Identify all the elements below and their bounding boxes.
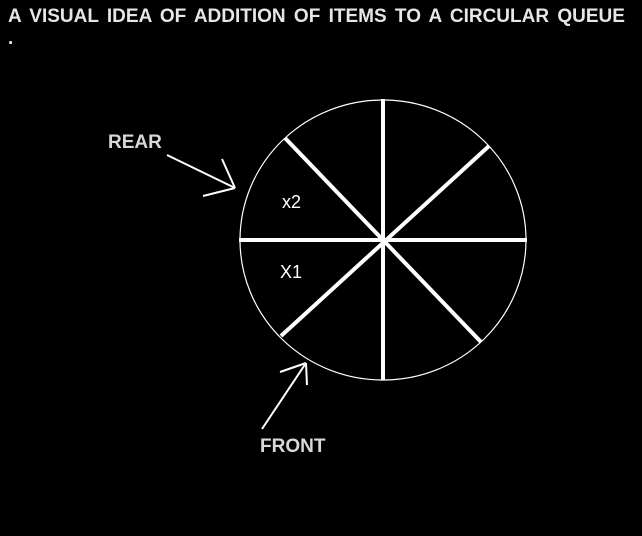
front-arrow: [261, 362, 308, 430]
queue-cell-x1: X1: [280, 262, 303, 282]
divider-diagonal-2: [279, 144, 491, 338]
rear-label: REAR: [108, 132, 162, 153]
rear-arrow: [166, 154, 236, 197]
front-label: FRONT: [260, 436, 326, 457]
diagram-title: A VISUAL IDEA OF ADDITION OF ITEMS TO A …: [8, 6, 625, 49]
queue-cell-x2: x2: [282, 192, 302, 212]
divider-diagonal-1: [283, 136, 483, 344]
